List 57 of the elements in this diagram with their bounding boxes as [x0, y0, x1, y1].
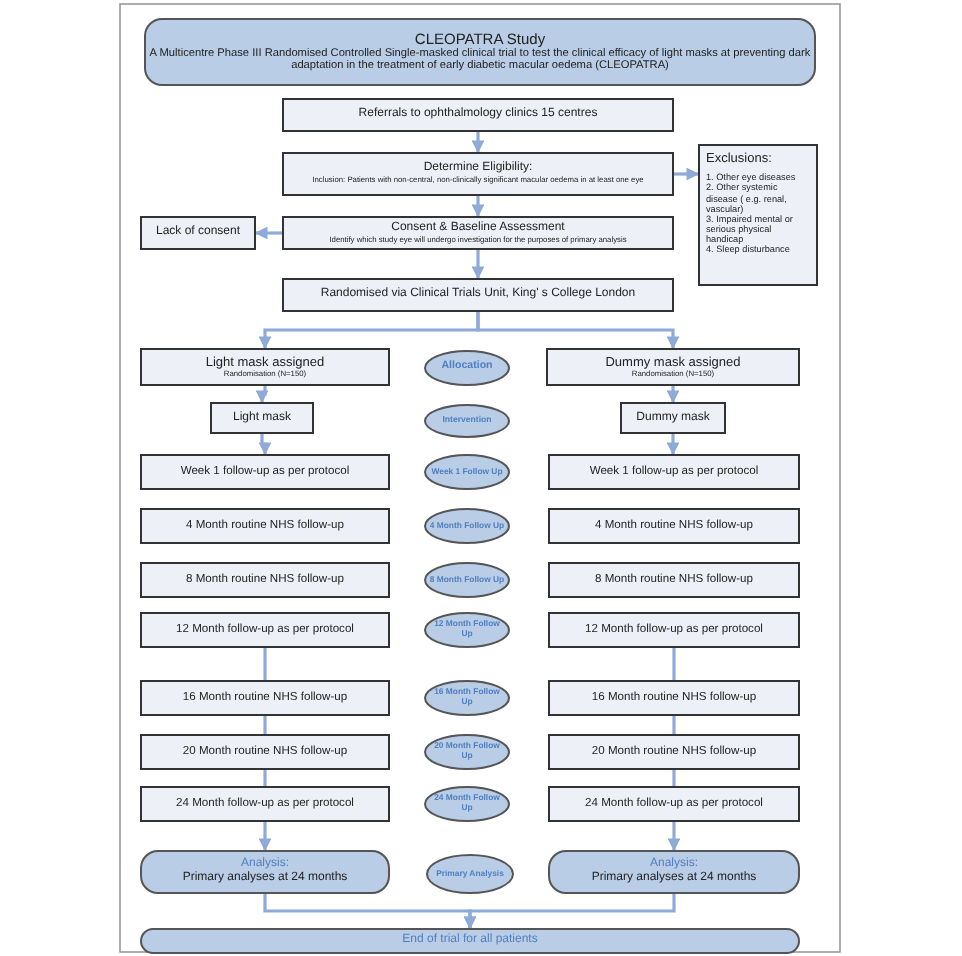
rounded-box	[144, 18, 816, 86]
process-box	[698, 144, 818, 286]
process-box	[140, 680, 390, 716]
process-box	[140, 216, 256, 250]
process-box	[282, 152, 674, 196]
process-box	[140, 508, 390, 544]
rounded-box	[548, 850, 800, 894]
arrow	[258, 822, 272, 852]
process-box	[620, 402, 726, 434]
process-box	[548, 734, 800, 770]
process-box	[140, 454, 390, 490]
rounded-box	[140, 850, 390, 894]
stage-oval	[424, 404, 510, 438]
arrow	[254, 226, 282, 240]
stage-oval	[424, 508, 510, 544]
process-box	[548, 680, 800, 716]
process-box	[548, 786, 800, 822]
stage-oval	[424, 454, 510, 490]
connector-line	[263, 770, 267, 786]
arrow	[463, 894, 676, 930]
process-box	[282, 216, 674, 250]
arrow	[258, 434, 272, 456]
arrow	[471, 250, 485, 280]
process-box	[548, 612, 800, 648]
process-box	[546, 348, 800, 386]
connector-line	[263, 648, 267, 680]
arrow	[476, 312, 680, 350]
process-box	[548, 454, 800, 490]
process-box	[140, 348, 390, 386]
process-box	[140, 786, 390, 822]
arrow	[471, 196, 485, 218]
process-box	[282, 278, 674, 312]
arrow	[471, 132, 485, 154]
arrow	[667, 822, 681, 852]
process-box	[548, 562, 800, 598]
connector-line	[263, 716, 267, 734]
process-box	[282, 98, 674, 132]
stage-oval	[424, 562, 510, 598]
process-box	[140, 734, 390, 770]
arrow	[674, 167, 700, 181]
process-box	[140, 612, 390, 648]
connector-line	[672, 770, 676, 786]
arrow	[666, 434, 680, 456]
arrow	[255, 386, 269, 404]
connector-line	[672, 648, 676, 680]
stage-oval	[424, 786, 510, 822]
stage-oval	[424, 612, 510, 648]
stage-oval	[424, 350, 510, 386]
arrow	[666, 386, 680, 404]
process-box	[548, 508, 800, 544]
rounded-box	[140, 928, 800, 954]
process-box	[140, 562, 390, 598]
process-box	[210, 402, 314, 434]
stage-oval	[426, 854, 514, 894]
stage-oval	[424, 734, 510, 770]
stage-oval	[424, 680, 510, 716]
connector-line	[672, 716, 676, 734]
